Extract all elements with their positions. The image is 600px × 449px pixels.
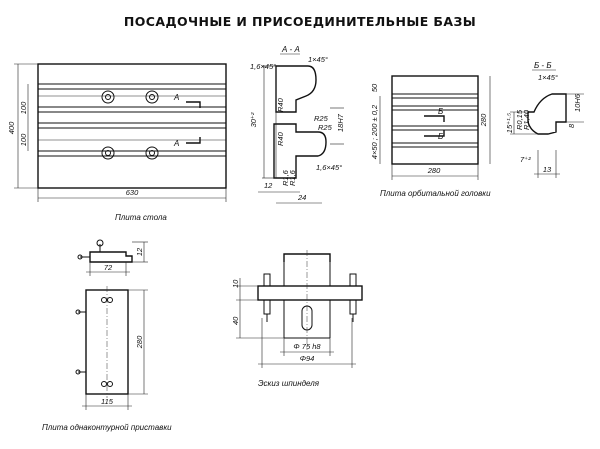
tslot-profile bbox=[275, 65, 317, 113]
section-marker-a: А А bbox=[173, 93, 201, 148]
bslot-profile bbox=[527, 93, 567, 135]
svg-text:1,6×45°: 1,6×45° bbox=[316, 163, 342, 172]
svg-text:15⁺¹·⁵: 15⁺¹·⁵ bbox=[505, 113, 514, 133]
svg-text:1×45°: 1×45° bbox=[308, 55, 328, 64]
svg-text:18Н7: 18Н7 bbox=[336, 113, 345, 132]
svg-text:72: 72 bbox=[104, 263, 113, 272]
svg-text:R40: R40 bbox=[276, 97, 285, 112]
svg-text:40: 40 bbox=[231, 316, 240, 325]
section-a-drawing: А - А 30⁺² 1,6×45° 1×45° R40 R40 R25 R25… bbox=[249, 45, 345, 204]
svg-text:А: А bbox=[173, 93, 179, 102]
svg-text:24: 24 bbox=[297, 193, 306, 202]
spindle-drawing: 10 40 Φ 75 h8 Φ94 Эскиз шпинделя bbox=[231, 250, 363, 388]
spindle-flange bbox=[257, 285, 363, 301]
svg-text:10Н6: 10Н6 bbox=[573, 93, 582, 112]
mounting-holes bbox=[101, 90, 159, 160]
section-b-drawing: Б - Б 1×45° 15⁺¹·⁵ R0,15 R1,40 10Н6 8 7⁺… bbox=[505, 61, 584, 178]
svg-text:10: 10 bbox=[231, 279, 240, 288]
svg-text:280: 280 bbox=[427, 166, 441, 175]
svg-text:R25: R25 bbox=[314, 114, 329, 123]
contour-plate-side bbox=[89, 251, 133, 263]
contour-plate-drawing: 72 12 115 280 Плита однаконтурной приста… bbox=[42, 239, 172, 432]
svg-text:50: 50 bbox=[370, 83, 379, 92]
svg-text:13: 13 bbox=[543, 165, 552, 174]
svg-text:1,6×45°: 1,6×45° bbox=[250, 62, 276, 71]
svg-text:630: 630 bbox=[126, 188, 139, 197]
caption-spindle: Эскиз шпинделя bbox=[258, 379, 320, 388]
svg-text:4×50 ; 200 ± 0,2: 4×50 ; 200 ± 0,2 bbox=[370, 104, 379, 159]
spindle-bolts bbox=[263, 273, 357, 322]
section-a-label: А - А bbox=[281, 45, 300, 54]
caption-orbital-plate: Плита орбитальной головки bbox=[380, 189, 491, 198]
section-b-label: Б - Б bbox=[534, 61, 552, 70]
svg-text:115: 115 bbox=[101, 397, 114, 406]
table-plate-outline bbox=[37, 63, 227, 189]
svg-text:R1,40: R1,40 bbox=[522, 109, 531, 130]
svg-text:400: 400 bbox=[7, 121, 16, 134]
svg-text:12: 12 bbox=[135, 247, 144, 256]
t-slots bbox=[38, 83, 226, 157]
orbital-plate-drawing: Б Б 280 280 4×50 ; 200 ± 0,2 50 Плита ор… bbox=[370, 75, 491, 198]
svg-text:R25: R25 bbox=[318, 123, 333, 132]
page-title: ПОСАДОЧНЫЕ И ПРИСОЕДИНИТЕЛЬНЫЕ БАЗЫ bbox=[124, 14, 476, 29]
svg-text:1×45°: 1×45° bbox=[538, 73, 558, 82]
table-plate-dims: 630 400 100 100 bbox=[7, 63, 227, 202]
svg-text:Φ94: Φ94 bbox=[300, 354, 315, 363]
svg-text:280: 280 bbox=[479, 113, 488, 127]
svg-text:Φ 75 h8: Φ 75 h8 bbox=[293, 342, 321, 351]
svg-text:R1,6: R1,6 bbox=[281, 169, 290, 186]
table-plate-drawing: А А 630 400 100 100 Плита стола bbox=[7, 63, 227, 222]
svg-text:30⁺²: 30⁺² bbox=[249, 112, 258, 127]
caption-table-plate: Плита стола bbox=[115, 213, 167, 222]
svg-text:12: 12 bbox=[264, 181, 273, 190]
svg-text:7⁺²: 7⁺² bbox=[520, 155, 531, 164]
svg-text:100: 100 bbox=[19, 133, 28, 146]
svg-text:R0,15: R0,15 bbox=[515, 109, 524, 130]
svg-text:А: А bbox=[173, 139, 179, 148]
svg-text:R40: R40 bbox=[276, 131, 285, 146]
orbital-plate-outline bbox=[391, 75, 479, 165]
caption-contour-plate: Плита однаконтурной приставки bbox=[42, 423, 172, 432]
svg-text:100: 100 bbox=[19, 101, 28, 114]
svg-text:280: 280 bbox=[135, 335, 144, 349]
svg-text:8: 8 bbox=[567, 123, 576, 128]
svg-text:Б: Б bbox=[438, 132, 443, 141]
svg-text:R1,6: R1,6 bbox=[288, 169, 297, 186]
svg-text:Б: Б bbox=[438, 107, 443, 116]
